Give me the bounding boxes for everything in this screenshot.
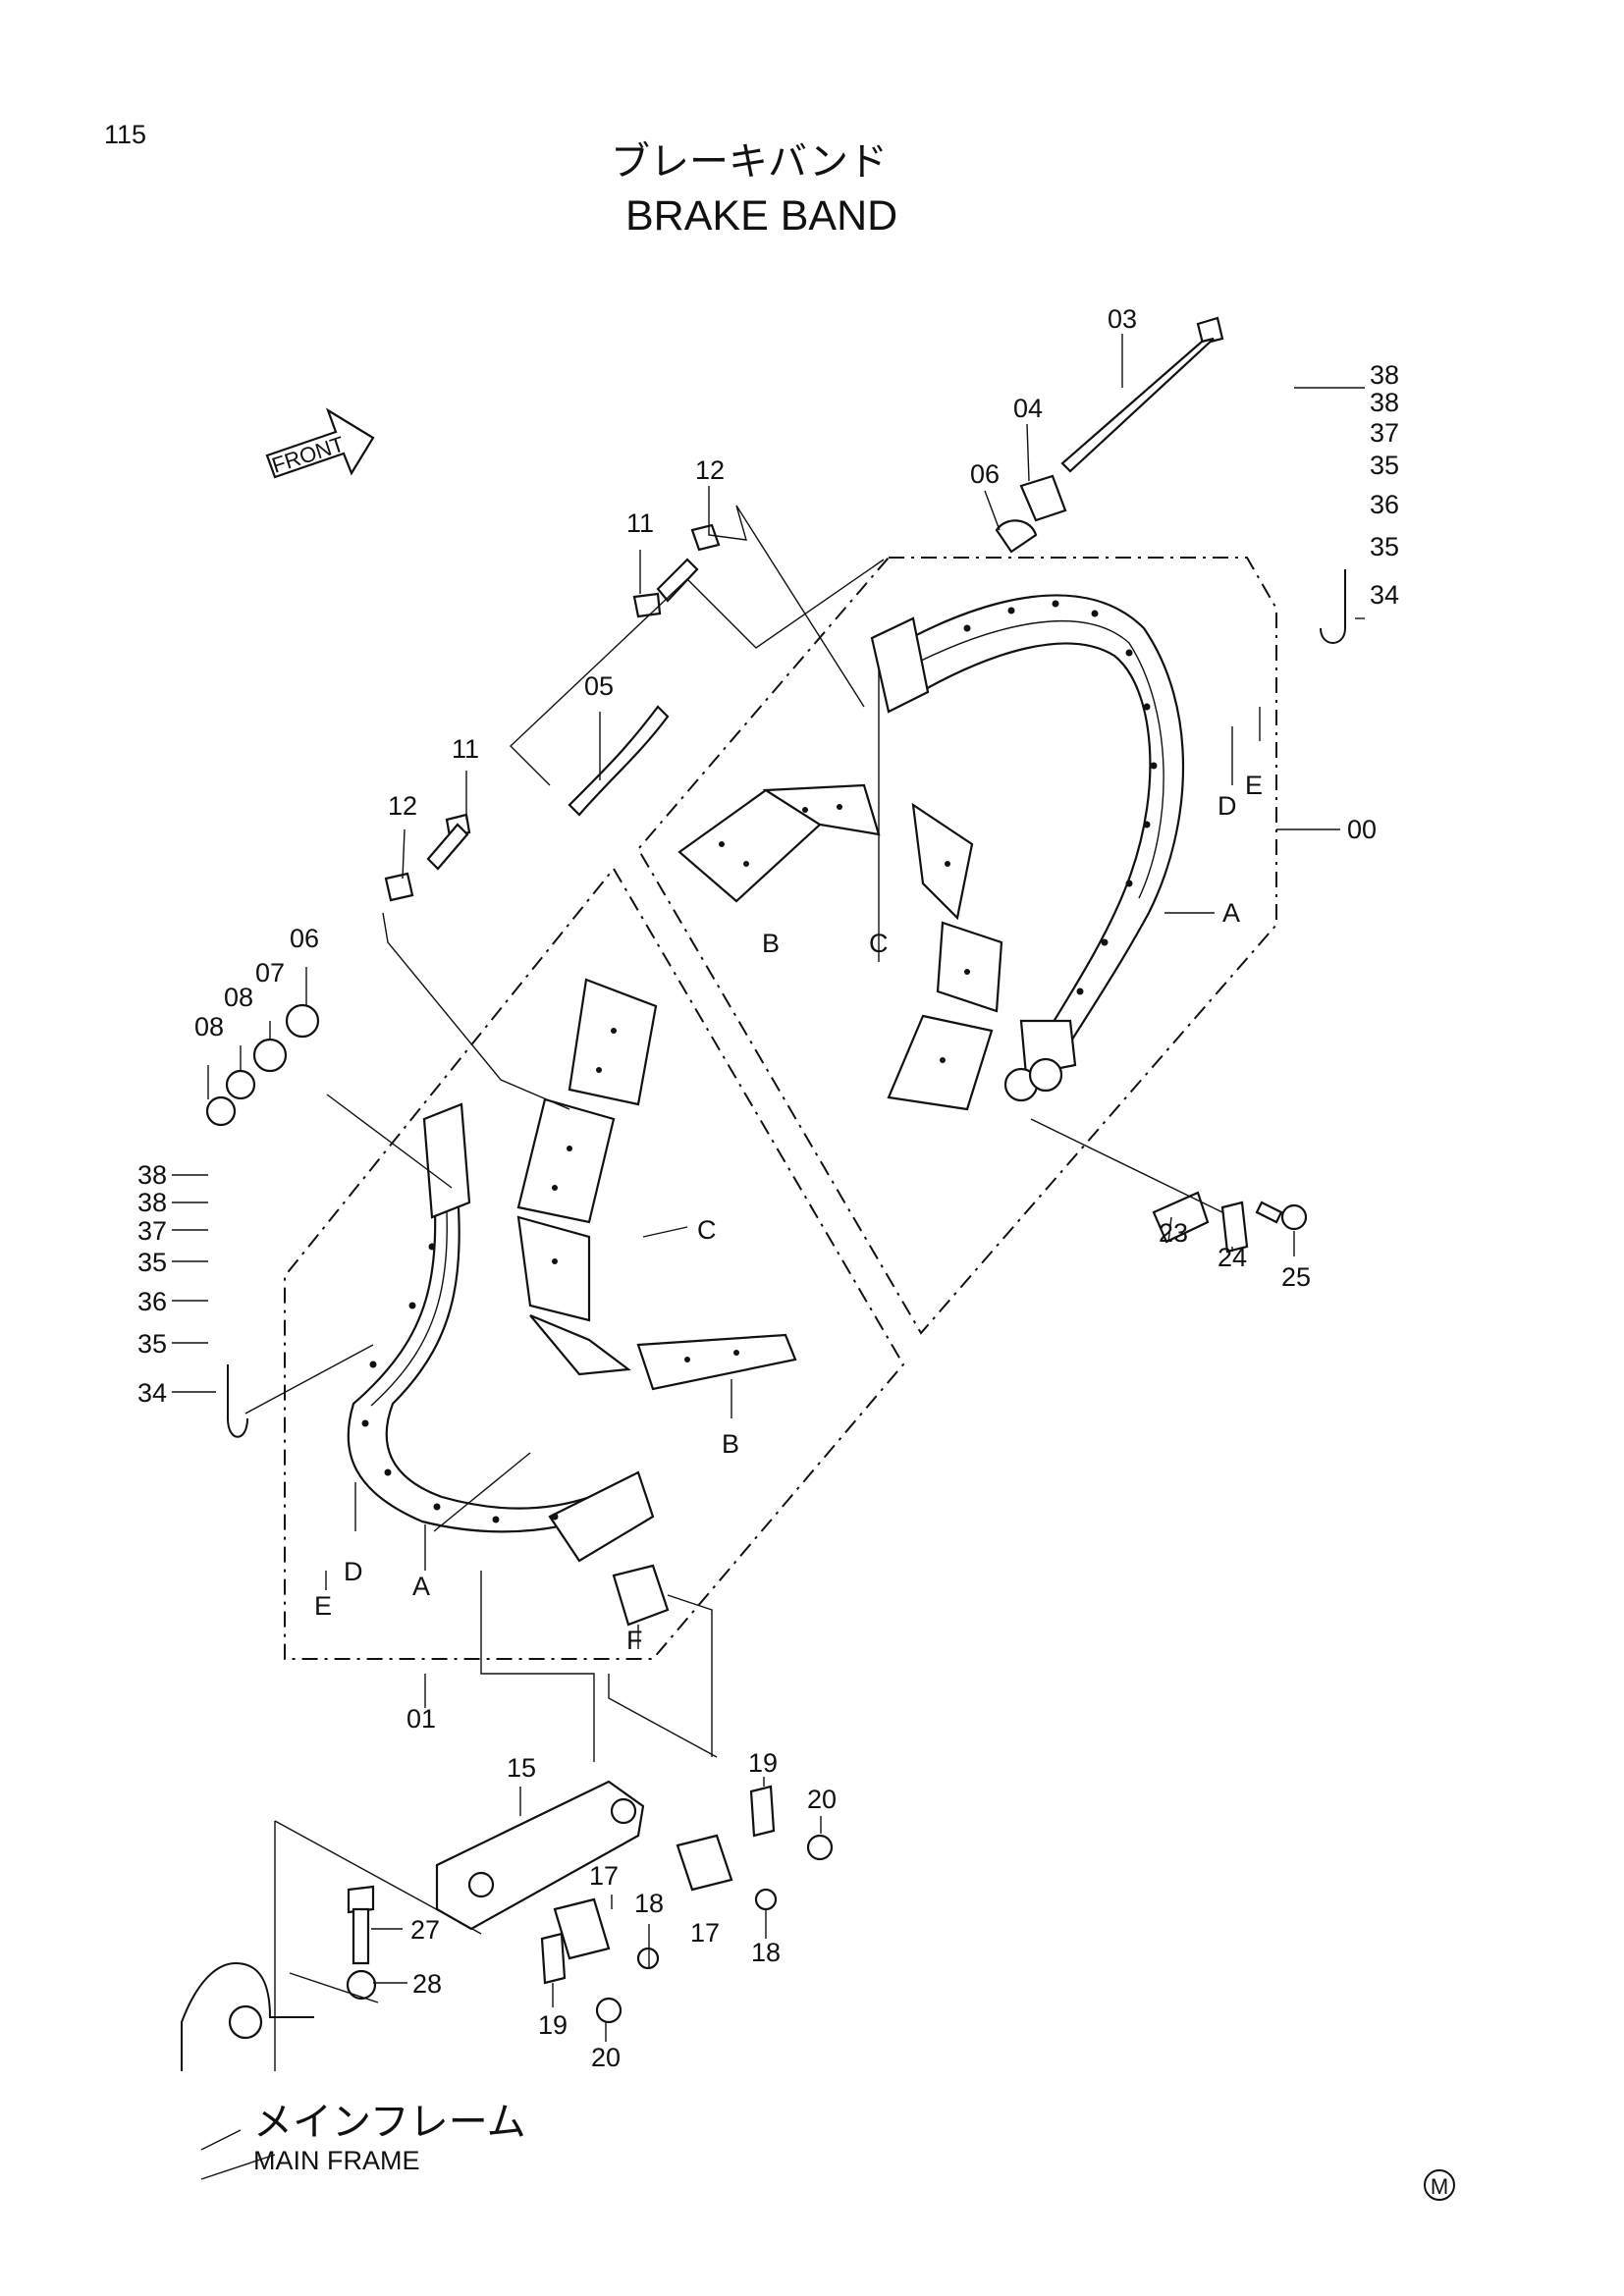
plate-19-icons — [540, 1785, 776, 1985]
callout-A: A — [1222, 898, 1240, 928]
callout-38: 38 — [137, 1188, 167, 1217]
callout-27: 27 — [410, 1915, 440, 1945]
callout-35: 35 — [1370, 451, 1399, 480]
spring-05-icon — [568, 705, 670, 817]
callout-04: 04 — [1013, 394, 1043, 423]
callout-37: 37 — [137, 1216, 167, 1246]
hardware-06-07-08 — [205, 1003, 320, 1127]
callout-19: 19 — [538, 2010, 568, 2040]
callout-01: 01 — [406, 1704, 436, 1734]
leader-lines — [172, 334, 1365, 2180]
title-english: BRAKE BAND — [625, 192, 897, 240]
callout-C: C — [697, 1215, 717, 1245]
callout-15: 15 — [507, 1753, 536, 1783]
callout-34: 34 — [137, 1378, 167, 1408]
callout-28: 28 — [412, 1969, 442, 1999]
callout-11: 11 — [626, 508, 654, 538]
m-mark-icon: M — [1424, 2169, 1455, 2201]
bolt-25-icon — [1255, 1201, 1308, 1231]
pin-17-icons — [553, 1834, 733, 1960]
callout-12: 12 — [388, 791, 417, 821]
callout-12: 12 — [695, 455, 725, 485]
callout-03: 03 — [1108, 304, 1137, 334]
bolt-27-nut-28-icons — [346, 1885, 377, 2001]
plate-04-icon — [1019, 474, 1067, 522]
plate-24-icon — [1220, 1201, 1249, 1254]
callout-B: B — [722, 1429, 739, 1459]
callout-20: 20 — [807, 1785, 837, 1814]
callout-35: 35 — [137, 1329, 167, 1359]
callout-35: 35 — [1370, 532, 1399, 561]
pin-23-icon — [1152, 1191, 1210, 1244]
callout-05: 05 — [584, 671, 614, 701]
cap-06-upper-icon — [995, 519, 1038, 554]
callout-00: 00 — [1347, 815, 1377, 844]
callout-38: 38 — [137, 1160, 167, 1190]
callout-11: 11 — [452, 734, 479, 764]
callout-24: 24 — [1218, 1243, 1247, 1272]
callout-07: 07 — [255, 958, 285, 988]
callout-36: 36 — [1370, 490, 1399, 519]
main-frame-label-english: MAIN FRAME — [253, 2146, 420, 2175]
title-japanese: ブレーキバンド — [611, 139, 888, 185]
callout-17: 17 — [690, 1918, 720, 1948]
callout-23: 23 — [1159, 1218, 1188, 1248]
callout-38: 38 — [1370, 388, 1399, 417]
callout-20: 20 — [591, 2043, 621, 2072]
callout-08: 08 — [194, 1012, 224, 1041]
callout-25: 25 — [1281, 1262, 1311, 1292]
assembly-01-boundary — [284, 867, 905, 1660]
callout-17: 17 — [589, 1861, 619, 1891]
callout-C: C — [869, 929, 889, 958]
callout-06: 06 — [970, 459, 1000, 489]
hardware-11-12-upper — [632, 523, 721, 618]
upper-brake-band — [870, 594, 1185, 1102]
bushing-F-icon — [612, 1564, 670, 1627]
hook-34-lower-icon — [227, 1364, 248, 1438]
upper-brake-linings — [677, 783, 1003, 1111]
callout-D: D — [344, 1557, 363, 1586]
page-number: 115 — [104, 120, 146, 149]
upper-band-rivet-holes — [963, 600, 1158, 995]
callout-18: 18 — [751, 1938, 781, 1967]
callout-A: A — [412, 1572, 430, 1601]
callout-36: 36 — [137, 1287, 167, 1316]
callout-18: 18 — [634, 1889, 664, 1918]
m-mark-letter: M — [1431, 2174, 1448, 2199]
lower-band-rivet-holes — [361, 1243, 559, 1523]
hook-34-upper-icon — [1320, 569, 1346, 644]
assembly-00-boundary — [636, 557, 1277, 1335]
callout-37: 37 — [1370, 418, 1399, 448]
callout-38: 38 — [1370, 360, 1399, 390]
main-frame-outline — [181, 1961, 314, 2071]
callout-F: F — [626, 1626, 643, 1655]
callout-08: 08 — [224, 983, 253, 1012]
bolt-20-18-icons — [595, 1834, 834, 2024]
hardware-11-12-lower — [384, 813, 471, 902]
callout-19: 19 — [748, 1748, 778, 1778]
front-arrow-icon: FRONT — [265, 407, 375, 479]
front-arrow-label: FRONT — [269, 432, 348, 478]
callout-E: E — [314, 1591, 332, 1621]
bolt-03-icon — [1060, 316, 1224, 473]
callout-E: E — [1245, 771, 1263, 800]
callout-06: 06 — [290, 924, 319, 953]
lower-brake-linings — [516, 978, 797, 1391]
callout-B: B — [762, 929, 780, 958]
callout-35: 35 — [137, 1248, 167, 1277]
callout-D: D — [1218, 791, 1237, 821]
lower-brake-band — [347, 1102, 655, 1563]
callout-labels: 03 04 06 38 38 37 35 36 35 34 12 11 05 1… — [137, 304, 1399, 2072]
callout-34: 34 — [1370, 580, 1399, 610]
main-frame-label-japanese: メインフレーム — [253, 2100, 526, 2145]
